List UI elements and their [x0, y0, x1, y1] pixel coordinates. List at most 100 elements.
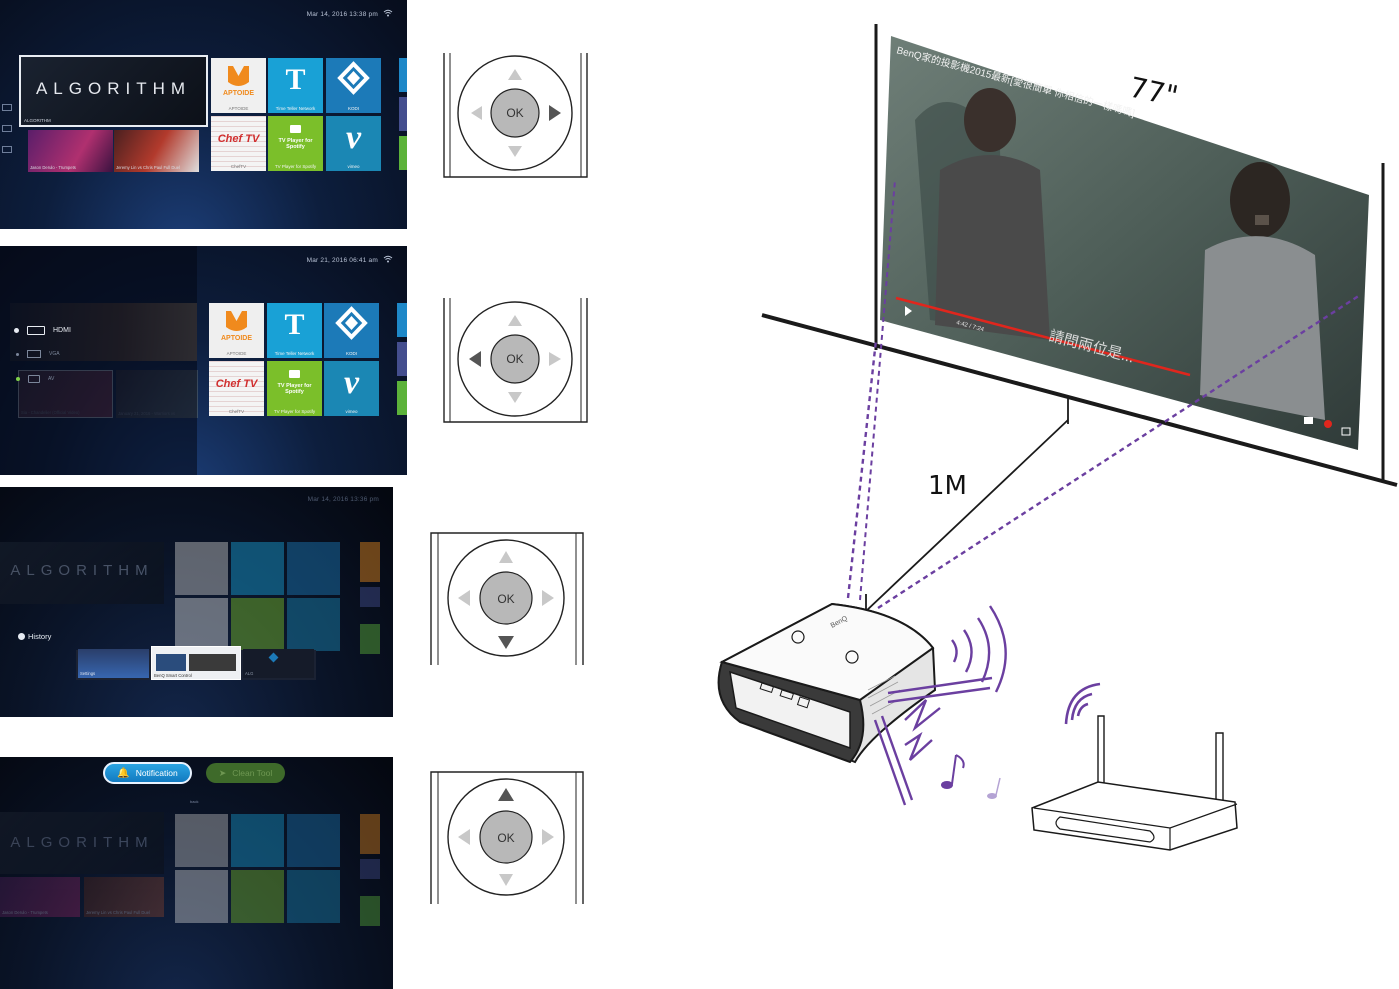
notification-label: Notification — [135, 768, 178, 778]
kodi-icon — [337, 61, 370, 95]
small-label: back — [190, 799, 199, 804]
progress-bar — [895, 296, 1191, 377]
video-thumb[interactable]: Jason Derulo - Trumpets — [28, 130, 113, 172]
history-label: History — [28, 632, 52, 641]
cheftv-icon: Chef TV — [217, 133, 260, 145]
app-tile-tvplayer[interactable]: TV Player for Spotify TV Player for Spot… — [267, 361, 322, 416]
thumb-caption: Jason Derulo - Trumpets — [2, 910, 48, 915]
tv-screen-source: Mar 21, 2016 06:41 am Sia - Chandelier (… — [0, 246, 407, 475]
bell-icon: 🔔 — [117, 767, 130, 779]
status-bar: Mar 21, 2016 06:41 am — [307, 255, 393, 265]
thumb-caption: Jeremy Lin vs Chris Paul Full Duel — [116, 165, 180, 170]
vimeo-icon: v — [345, 119, 362, 156]
source-item-av[interactable]: AV — [16, 375, 54, 383]
rocket-icon: ➤ — [218, 767, 227, 778]
tv-screen-history: Mar 14, 2016 13:36 pm ALGORITHM History … — [0, 487, 393, 717]
tv-screen-notifications: 🔔 Notification ➤ Clean Tool back ALGORIT… — [0, 757, 393, 989]
tv-player-icon — [290, 125, 301, 133]
kodi-icon — [335, 306, 368, 340]
recent-caption: Settings — [80, 671, 96, 676]
person-left — [964, 88, 1016, 152]
hdmi-icon — [27, 326, 45, 335]
app-tile-tvplayer[interactable]: TV Player for Spotify TV Player for Spot… — [268, 116, 323, 171]
clock-icon — [18, 633, 25, 640]
status-bar: Mar 14, 2016 13:36 pm — [308, 496, 379, 503]
wireless-waves — [951, 605, 1007, 693]
av-icon — [28, 375, 40, 383]
tv-player-icon — [289, 370, 300, 378]
tt-icon: T — [285, 63, 306, 96]
aptoide-icon — [226, 311, 247, 331]
clean-tool-button[interactable]: ➤ Clean Tool — [206, 763, 285, 783]
remote-dpad-left: OK — [443, 298, 588, 423]
source-label: AV — [48, 376, 55, 382]
tt-icon: T — [284, 308, 305, 341]
app-name: APTOIDE — [221, 335, 252, 342]
app-tile-kodi[interactable]: KODI — [324, 303, 379, 358]
source-item-vga[interactable]: VGA — [16, 350, 60, 358]
recent-caption: ALG — [245, 671, 254, 676]
kodi-icon — [268, 652, 279, 663]
source-label: VGA — [49, 351, 60, 357]
app-tile-aptoide[interactable]: APTOIDE APTOIDE — [211, 58, 266, 113]
clock-icon[interactable] — [1330, 164, 1338, 172]
wifi-icon — [1064, 682, 1101, 725]
app-tile-cheftv[interactable]: Chef TV ChefTV — [211, 116, 266, 171]
recent-item-alg[interactable]: ALG — [243, 649, 314, 678]
app-tile-kodi[interactable]: KODI — [326, 58, 381, 113]
fullscreen-icon[interactable] — [1341, 427, 1351, 436]
projected-video: 4:42 / 7:24 請問兩位是... BenQ家的投影機2015最新[愛很簡… — [880, 36, 1369, 450]
wifi-icon — [383, 255, 393, 265]
recent-item-smart-control[interactable]: BenQ Smart Control — [151, 646, 241, 680]
featured-title: ALGORITHM — [10, 834, 154, 851]
ok-label: OK — [506, 352, 523, 366]
settings-icon[interactable] — [1324, 420, 1332, 428]
app-caption: Time Teller Network — [274, 351, 315, 356]
app-tile-vimeo[interactable]: v vimeo — [326, 116, 381, 171]
video-thumb[interactable]: Jeremy Lin vs Chris Paul Full Duel — [114, 130, 199, 172]
app-caption: vimeo — [347, 164, 360, 169]
vga-icon — [27, 350, 41, 358]
app-tile-cheftv[interactable]: Chef TV ChefTV — [209, 361, 264, 416]
app-tile-vimeo[interactable]: v vimeo — [324, 361, 379, 416]
app-tile-tt[interactable]: T Time Teller Network — [267, 303, 322, 358]
app-caption: TV Player for Spotify — [273, 409, 316, 414]
app-caption: Time Teller Network — [275, 106, 316, 111]
music-notes — [941, 754, 1001, 799]
recent-caption: BenQ Smart Control — [154, 673, 192, 678]
recent-item-settings[interactable]: Settings — [78, 649, 149, 678]
projector: BenQ — [717, 602, 937, 764]
featured-tile: ALGORITHM — [0, 812, 164, 874]
edge-tiles — [399, 58, 407, 173]
subtitles-icon[interactable] — [1304, 417, 1313, 424]
aptoide-icon — [228, 66, 249, 86]
featured-tile[interactable]: ALGORITHM ALGORITHM — [19, 55, 208, 127]
app-tile-tt[interactable]: T Time Teller Network — [268, 58, 323, 113]
app-name: TV Player for Spotify — [277, 383, 312, 395]
app-caption: vimeo — [345, 409, 358, 414]
clean-label: Clean Tool — [232, 768, 273, 778]
status-datetime: Mar 21, 2016 06:41 am — [306, 256, 378, 264]
history-header: History — [18, 632, 51, 641]
play-icon[interactable] — [905, 306, 912, 316]
app-caption: ChefTV — [230, 164, 247, 169]
side-indicators — [2, 104, 12, 153]
app-caption: ChefTV — [228, 409, 245, 414]
notification-button[interactable]: 🔔 Notification — [103, 762, 192, 784]
app-name: TV Player for Spotify — [278, 138, 313, 150]
cheftv-icon: Chef TV — [215, 378, 258, 390]
video-thumb: Jason Derulo - Trumpets — [0, 877, 80, 917]
featured-caption: ALGORITHM — [24, 118, 51, 123]
source-item-hdmi[interactable]: HDMI — [14, 326, 71, 335]
thumb-caption: Jason Derulo - Trumpets — [30, 165, 76, 170]
featured-title: ALGORITHM — [10, 562, 154, 579]
source-label: HDMI — [53, 327, 71, 334]
distance-label: 1M — [928, 471, 967, 501]
share-icon[interactable] — [1351, 173, 1355, 177]
remote-dpad-up: OK — [430, 771, 584, 904]
thumb-caption: Jeremy Lin vs Chris Paul Full Duel — [86, 910, 150, 915]
ok-label: OK — [506, 106, 523, 120]
router — [1031, 682, 1238, 851]
app-tile-aptoide[interactable]: APTOIDE APTOIDE — [209, 303, 264, 358]
remote-dpad-down: OK — [430, 532, 584, 665]
